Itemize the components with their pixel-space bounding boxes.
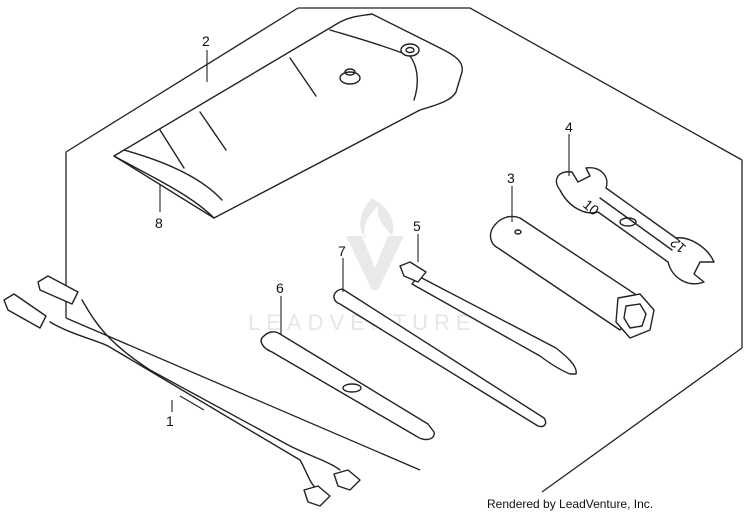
wrench-rib bbox=[599, 197, 673, 251]
callouts: 1 2 3 4 5 6 7 8 bbox=[155, 33, 573, 429]
tool-bag-grommet-hole bbox=[405, 46, 415, 54]
callout-1: 1 bbox=[166, 413, 174, 429]
box-wrench-hex-inner bbox=[623, 303, 647, 329]
extension-rod bbox=[333, 288, 547, 428]
tool-bag-snap-top bbox=[344, 68, 356, 76]
cable-harness bbox=[3, 275, 361, 507]
tool-bag bbox=[113, 13, 463, 219]
tool-bag-body bbox=[113, 13, 463, 219]
tool-bag-grommet bbox=[400, 43, 420, 57]
cable-wire-a bbox=[81, 299, 341, 471]
callout-5: 5 bbox=[413, 218, 421, 234]
screwdriver-shaft bbox=[411, 275, 577, 375]
tire-lever-body bbox=[260, 331, 435, 441]
assembly-frame bbox=[65, 7, 743, 493]
leader-lines bbox=[159, 50, 570, 412]
callout-2: 2 bbox=[202, 33, 210, 49]
connector-bottom-2 bbox=[303, 485, 331, 507]
screwdriver bbox=[399, 261, 577, 375]
wrench-logo bbox=[619, 217, 637, 227]
callout-4: 4 bbox=[565, 119, 573, 135]
connector-bottom-1 bbox=[333, 469, 361, 491]
box-wrench-hole bbox=[514, 229, 522, 235]
connector-top-2 bbox=[3, 293, 47, 329]
flame-v-logo bbox=[346, 198, 404, 290]
callout-7: 7 bbox=[338, 243, 346, 259]
tire-lever bbox=[260, 331, 435, 441]
credit-text: Rendered by LeadVenture, Inc. bbox=[487, 497, 654, 511]
tool-bag-fold bbox=[123, 57, 317, 201]
cable-tie bbox=[179, 395, 205, 411]
box-wrench-hex bbox=[615, 293, 655, 339]
box-wrench bbox=[489, 215, 655, 339]
tire-lever-slot bbox=[342, 383, 362, 393]
tool-bag-snap bbox=[339, 71, 361, 85]
callout-3: 3 bbox=[507, 170, 515, 186]
callout-6: 6 bbox=[276, 280, 284, 296]
wrench: 10 12 bbox=[555, 167, 715, 285]
wrench-body bbox=[555, 167, 715, 285]
screwdriver-tip bbox=[399, 261, 427, 283]
connector-top-1 bbox=[37, 275, 79, 305]
callout-8: 8 bbox=[155, 215, 163, 231]
